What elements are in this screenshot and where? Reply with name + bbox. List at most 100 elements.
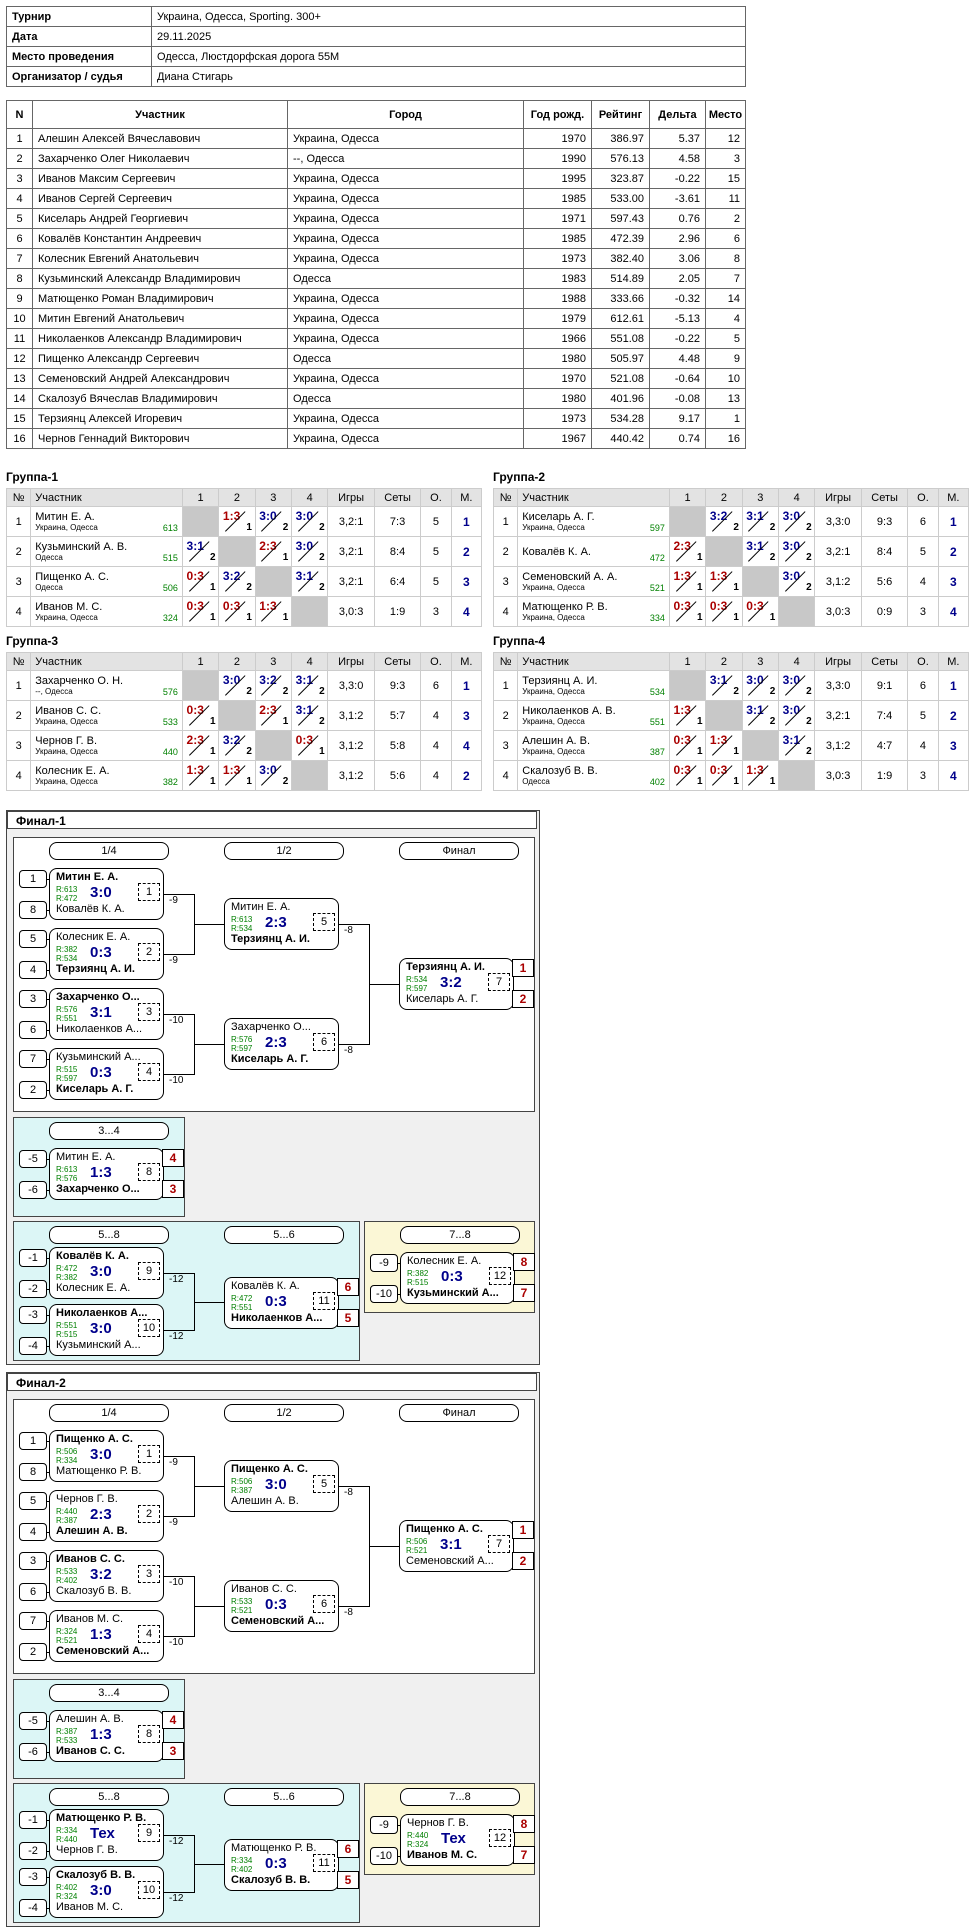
group-header: Участник: [517, 488, 670, 507]
points: 6: [907, 670, 939, 701]
match-score: 1:3: [90, 1626, 112, 1643]
points: 5: [420, 536, 452, 567]
score-value: 3:1: [295, 569, 313, 583]
place: 2: [937, 700, 970, 731]
rating-top: R:387: [56, 1727, 78, 1736]
participant-cell: -0.22: [649, 328, 706, 349]
match-number: 12: [489, 1267, 511, 1285]
bracket-line: [164, 1576, 194, 1577]
rating-bottom: R:402: [56, 1576, 78, 1585]
sets: 5:8: [373, 730, 422, 761]
participant-cell: Алешин Алексей Вячеславович: [32, 128, 288, 149]
participant-cell: 15: [705, 168, 746, 189]
participant-cell: 6: [705, 228, 746, 249]
rating-top: R:402: [56, 1883, 78, 1892]
group-header: 2: [705, 488, 743, 507]
group-title: Группа-3: [6, 634, 59, 648]
score-value: 1:3: [222, 763, 241, 777]
match-number: 3: [138, 1565, 160, 1583]
place: 4: [937, 760, 970, 791]
place: 4: [937, 596, 970, 627]
score-points: 2: [806, 522, 812, 533]
group-row-number: 3: [492, 730, 519, 761]
bracket-line: [47, 1501, 50, 1502]
sets: 1:9: [860, 760, 909, 791]
games: 3,1:2: [327, 760, 375, 791]
points: 5: [420, 506, 452, 537]
participant-cell: 16: [705, 428, 746, 449]
participant-cell: Чернов Геннадий Викторович: [32, 428, 288, 449]
score-points: 1: [733, 776, 739, 787]
participant-cell: 323.87: [591, 168, 650, 189]
match-score: 3:0: [90, 1320, 112, 1337]
sets: 8:4: [373, 536, 422, 567]
score-points: 2: [319, 686, 325, 697]
participant-cell: 533.00: [591, 188, 650, 209]
participant-cell: 4.48: [649, 348, 706, 369]
match-number: 5: [313, 1475, 335, 1493]
match-number: 1: [138, 883, 160, 901]
player-city: Украина, Одесса: [522, 613, 585, 622]
score-points: 1: [733, 746, 739, 757]
seed-badge: -1: [19, 1249, 47, 1267]
player-city: Украина, Одесса: [35, 523, 98, 532]
participant-cell: 0.74: [649, 428, 706, 449]
participant-cell: 4.58: [649, 148, 706, 169]
bracket-line: [47, 1030, 50, 1031]
player-top: Митин Е. А.: [56, 871, 119, 883]
player-top: Николаенков А...: [56, 1307, 148, 1319]
place-badge: 4: [162, 1711, 184, 1729]
match-score: 0:3: [265, 1293, 287, 1310]
score-points: 1: [696, 582, 703, 593]
self-cell: [254, 566, 292, 597]
rating-top: R:576: [56, 1005, 78, 1014]
score-value: 0:3: [222, 599, 241, 613]
place-badge: 2: [512, 990, 534, 1008]
seed-badge: -1: [19, 1811, 47, 1829]
seed-badge: 5: [19, 930, 47, 948]
score-points: 1: [282, 552, 289, 563]
self-cell: [290, 760, 329, 791]
score-points: 1: [209, 716, 216, 727]
player-name: Митин Е. А.: [35, 511, 95, 523]
match-number: 9: [138, 1824, 160, 1842]
rating-top: R:551: [56, 1321, 78, 1330]
group-row-number: 4: [5, 596, 32, 627]
bracket-line: [339, 924, 369, 925]
group-header: М.: [450, 652, 483, 671]
player-city: Украина, Одесса: [522, 747, 585, 756]
rating-bottom: R:534: [231, 924, 253, 933]
group-header: 4: [290, 488, 329, 507]
player-name: Пищенко А. С.: [35, 571, 109, 583]
score-value: 0:3: [295, 733, 313, 747]
rating-bottom: R:533: [56, 1736, 78, 1745]
bracket-line: [339, 1606, 369, 1607]
player-city: Украина, Одесса: [522, 717, 585, 726]
